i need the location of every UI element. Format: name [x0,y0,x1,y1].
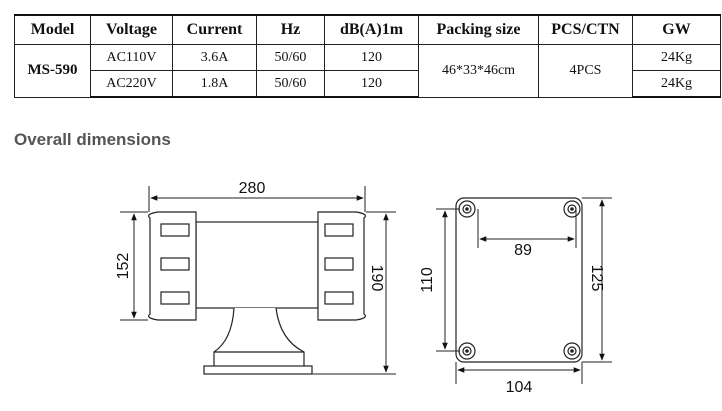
table-row: MS-590 AC110V 3.6A 50/60 120 46*33*46cm … [14,44,721,98]
left-slot [160,257,190,271]
packing-size-cell: 46*33*46cm [418,44,539,98]
dim-89: 89 [514,242,532,259]
base-view [455,197,583,363]
header-model: Model [14,14,91,45]
base-dimensions [436,197,612,384]
db-cell: 120 [324,44,419,71]
gw-cell: 24Kg [632,70,721,98]
db-cell: 120 [324,70,419,98]
right-slot [324,257,354,271]
dim-190: 190 [368,265,385,292]
dim-125: 125 [588,265,605,292]
header-voltage: Voltage [90,14,173,45]
dim-110: 110 [419,267,436,293]
voltage-cell: AC220V [90,70,173,98]
pcs-ctn-cell: 4PCS [538,44,633,98]
right-slot [324,223,354,237]
mount-hole [563,342,581,360]
spec-table: Model Voltage Current Hz dB(A)1m Packing… [14,14,721,98]
dim-280: 280 [239,180,266,197]
hz-cell: 50/60 [256,44,325,71]
current-cell: 1.8A [172,70,257,98]
header-pcs-ctn: PCS/CTN [538,14,633,45]
stand-base [203,365,313,375]
front-center-body [195,221,319,309]
table-row: AC220V 1.8A 50/60 120 24Kg [15,70,721,98]
header-hz: Hz [256,14,325,45]
hz-cell: 50/60 [256,70,325,98]
current-cell: 3.6A [172,44,257,71]
voltage-cell: AC110V [90,44,173,71]
table-header-row: Model Voltage Current Hz dB(A)1m Packing… [14,14,721,45]
stand [213,307,305,369]
header-gw: GW [632,14,721,45]
left-slot [160,223,190,237]
base-plate [455,197,583,363]
section-title: Overall dimensions [14,130,171,149]
dim-152: 152 [115,253,132,280]
front-view [148,211,366,375]
front-dimensions [120,186,396,375]
right-slot [324,291,354,305]
left-slot [160,291,190,305]
dim-104: 104 [506,379,533,396]
model-cell: MS-590 [14,44,91,98]
gw-cell: 24Kg [632,44,721,71]
